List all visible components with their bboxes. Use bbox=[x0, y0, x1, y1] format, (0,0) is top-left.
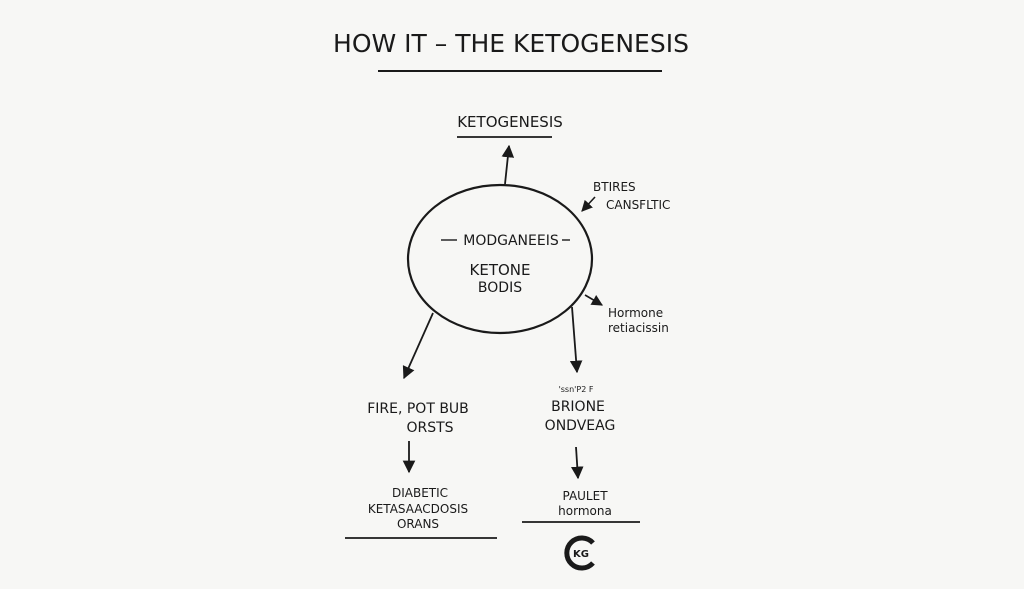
right-branch-label-2: ONDVEAG bbox=[545, 418, 616, 434]
arrow-right-upper bbox=[581, 196, 596, 212]
right-lower-label-2: retiacissin bbox=[608, 321, 669, 335]
diagram-title: HOW IT – THE KETOGENESIS bbox=[333, 29, 689, 58]
right-upper-label-1: BTIRES bbox=[593, 180, 636, 194]
circle-ketone: KETONE bbox=[470, 261, 531, 279]
arrow-up bbox=[501, 144, 515, 185]
left-branch-label-2: ORSTS bbox=[406, 420, 453, 436]
left-result-2: KETASAACDOSIS bbox=[368, 502, 468, 516]
right-result-1: PAULET bbox=[562, 489, 608, 503]
ketone-bodies-circle bbox=[406, 183, 594, 335]
arrow-right-branch bbox=[569, 306, 583, 374]
arrow-right-lower bbox=[584, 294, 603, 306]
right-result-2: hormona bbox=[558, 504, 612, 518]
ketogenesis-label: KETOGENESIS bbox=[457, 113, 563, 131]
right-upper-label-2: CANSFLTIC bbox=[606, 198, 670, 212]
left-branch-label-1: FIRE, POT BUB bbox=[367, 401, 469, 417]
right-branch-tag: 'ssn'P2 F bbox=[559, 385, 594, 394]
left-result-1: DIABETIC bbox=[392, 486, 448, 500]
circle-bodis: BODIS bbox=[478, 280, 522, 296]
logo-text: KG bbox=[573, 549, 589, 560]
arrow-right-down bbox=[570, 446, 584, 480]
right-lower-label-1: Hormone bbox=[608, 306, 663, 320]
logo-icon: KG bbox=[564, 535, 595, 571]
left-result-3: ORANS bbox=[397, 517, 439, 531]
circle-heading: MODGANEEIS bbox=[463, 233, 559, 249]
right-branch-label-1: BRIONE bbox=[551, 399, 605, 415]
arrow-left-branch bbox=[402, 312, 434, 380]
